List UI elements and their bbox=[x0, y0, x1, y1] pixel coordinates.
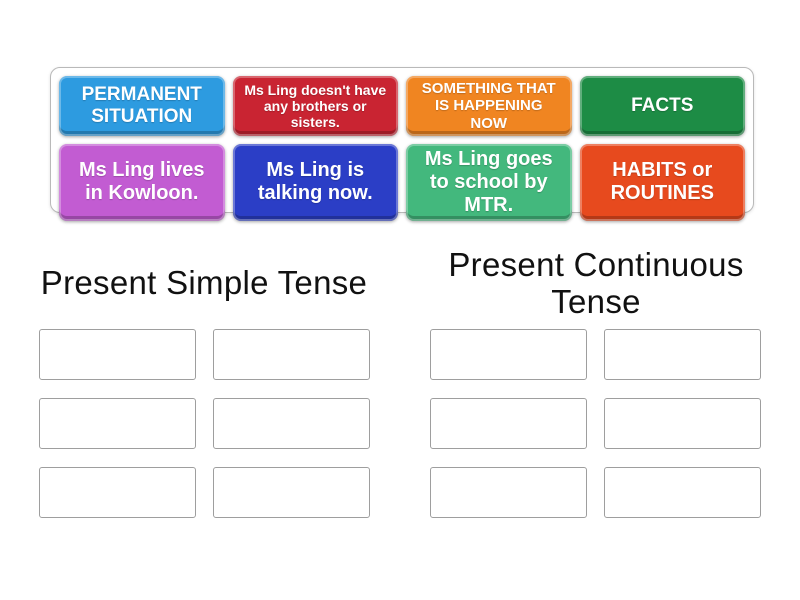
card-label: FACTS bbox=[631, 94, 694, 116]
card-talking-now[interactable]: Ms Ling is talking now. bbox=[232, 143, 398, 221]
card-no-brothers-sisters[interactable]: Ms Ling doesn't have any brothers or sis… bbox=[232, 76, 398, 136]
card-facts[interactable]: FACTS bbox=[579, 76, 745, 136]
card-label: SOMETHING THAT IS HAPPENING NOW bbox=[421, 80, 556, 132]
drop-slot[interactable] bbox=[213, 398, 370, 449]
card-tray: PERMANENT SITUATION Ms Ling doesn't have… bbox=[50, 67, 754, 221]
card-label: HABITS or ROUTINES bbox=[610, 159, 714, 205]
card-school-by-mtr[interactable]: Ms Ling goes to school by MTR. bbox=[406, 143, 572, 221]
group-title-present-simple: Present Simple Tense bbox=[40, 264, 368, 301]
slot-grid-present-continuous bbox=[430, 329, 761, 518]
card-permanent-situation[interactable]: PERMANENT SITUATION bbox=[59, 76, 225, 136]
card-label: PERMANENT SITUATION bbox=[81, 84, 202, 127]
drop-slot[interactable] bbox=[39, 467, 196, 518]
card-label: Ms Ling lives in Kowloon. bbox=[78, 159, 205, 205]
card-label: Ms Ling goes to school by MTR. bbox=[424, 147, 553, 216]
slot-grid-present-simple bbox=[39, 329, 370, 518]
drop-slot[interactable] bbox=[430, 398, 587, 449]
card-habits-or-routines[interactable]: HABITS or ROUTINES bbox=[579, 143, 745, 221]
drop-slot[interactable] bbox=[430, 467, 587, 518]
drop-slot[interactable] bbox=[604, 398, 761, 449]
group-title-present-continuous: Present Continuous Tense bbox=[448, 246, 744, 320]
drop-slot[interactable] bbox=[39, 329, 196, 380]
drop-slot[interactable] bbox=[430, 329, 587, 380]
drop-slot[interactable] bbox=[213, 467, 370, 518]
card-something-happening-now[interactable]: SOMETHING THAT IS HAPPENING NOW bbox=[406, 76, 572, 136]
drop-slot[interactable] bbox=[604, 467, 761, 518]
drop-slot[interactable] bbox=[213, 329, 370, 380]
card-label: Ms Ling doesn't have any brothers or sis… bbox=[244, 81, 387, 130]
drop-slot[interactable] bbox=[604, 329, 761, 380]
drop-slot[interactable] bbox=[39, 398, 196, 449]
card-label: Ms Ling is talking now. bbox=[257, 159, 373, 205]
card-lives-in-kowloon[interactable]: Ms Ling lives in Kowloon. bbox=[59, 143, 225, 221]
